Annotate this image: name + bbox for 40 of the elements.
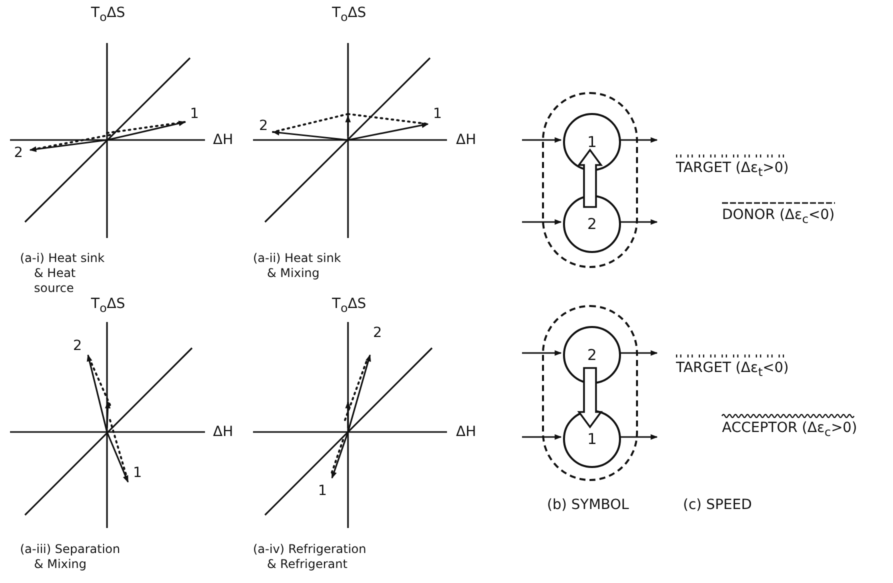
figure-caption: (a-ii) Heat sink & Mixing: [253, 251, 342, 281]
figure-caption: (a-iv) Refrigeration & Refrigerant: [253, 542, 368, 572]
node-number: 1: [587, 432, 597, 446]
arrow: [619, 350, 658, 356]
vector-label: 2: [14, 145, 23, 161]
arrow: [619, 219, 658, 225]
arrow: [619, 434, 658, 440]
figure-caption: (a-i) Heat sink & Heat source: [20, 251, 106, 296]
hollow-block-arrow: [577, 367, 603, 429]
node-number: 2: [587, 216, 597, 232]
vector-label: 1: [190, 106, 199, 122]
vector-label: 1: [133, 465, 142, 481]
arrow: [522, 219, 562, 225]
stream-label: DONOR (Δε$_{c}$<0): [722, 207, 835, 227]
vector-label: 2: [73, 338, 82, 354]
axis-label: ΔH: [456, 132, 476, 148]
vector-label: 2: [373, 325, 382, 341]
axis-label: T$_{o}$ΔS: [91, 5, 126, 25]
axis-label: T$_{o}$ΔS: [332, 5, 366, 25]
vector-label: 1: [318, 483, 327, 499]
figure-caption: (a-iii) Separation & Mixing: [20, 542, 122, 572]
arrow: [522, 434, 562, 440]
node-number: 1: [587, 134, 597, 150]
axis-label: ΔH: [456, 424, 476, 440]
axis-label: T$_{o}$ΔS: [332, 296, 366, 316]
vector-label: 1: [433, 106, 442, 122]
figure-caption: (b) SYMBOL: [547, 497, 629, 513]
arrow: [522, 137, 562, 143]
axis-label: T$_{o}$ΔS: [91, 296, 126, 316]
stream-label: ACCEPTOR (Δε$_{c}$>0): [722, 420, 858, 440]
arrow: [619, 137, 658, 143]
figure-caption: (c) SPEED: [683, 497, 752, 513]
stream-label: TARGET (Δε$_{t}$>0): [676, 160, 789, 180]
vector-label: 2: [259, 118, 268, 134]
axis-label: ΔH: [213, 424, 234, 440]
stream-label: TARGET (Δε$_{t}$<0): [676, 360, 789, 380]
axis-label: ΔH: [213, 132, 234, 148]
hollow-block-arrow: [577, 148, 603, 208]
arrow: [522, 350, 562, 356]
node-number: 2: [587, 348, 597, 362]
